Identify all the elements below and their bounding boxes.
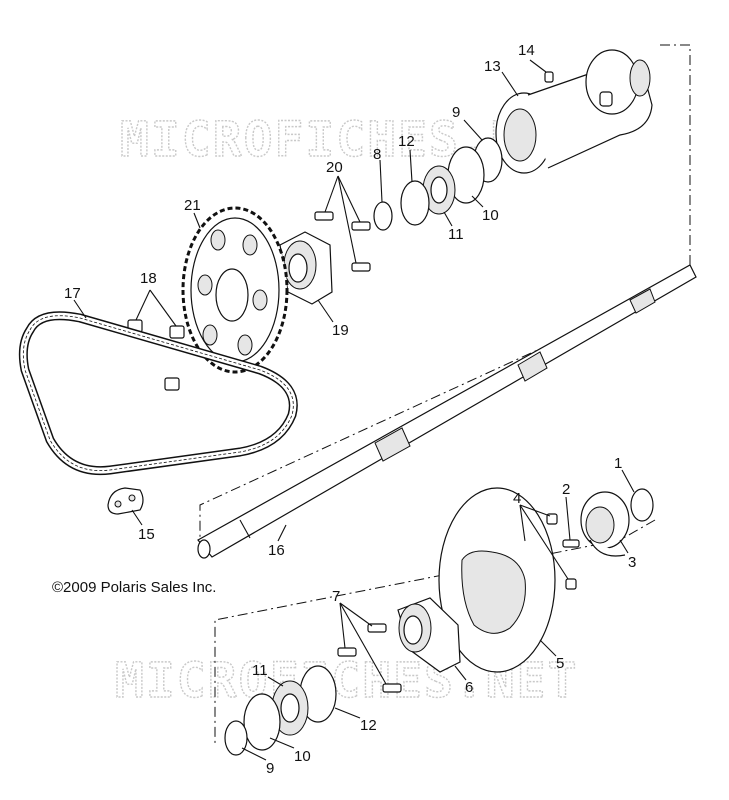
bolt-2 [562,539,580,548]
callout-9-upper: 9 [452,104,460,121]
callout-8: 8 [373,146,381,163]
bolt-7b [337,647,357,657]
callout-15: 15 [138,526,155,543]
sprocket-21 [181,206,289,374]
sprocket-hub-19 [279,231,333,305]
assembly-outline-lower [214,519,656,745]
copyright-notice: ©2009 Polaris Sales Inc. [52,579,217,596]
callout-2: 2 [562,481,570,498]
shim-12-upper [400,180,430,226]
callout-10-lower: 10 [294,748,311,765]
o-ring-1 [630,488,654,522]
leader-lines [73,59,635,761]
callout-10-upper: 10 [482,207,499,224]
nut-18c [164,377,180,391]
callout-11-lower: 11 [252,662,268,679]
callout-12-upper: 12 [398,133,415,150]
callout-20: 20 [326,159,343,176]
callout-4: 4 [513,490,521,507]
drive-chain-17 [18,311,298,476]
nut-4a [546,513,558,525]
callout-13: 13 [484,58,501,75]
callout-9-lower: 9 [266,760,274,777]
ring-8 [373,201,393,231]
callout-3: 3 [628,554,636,571]
rear-axle-16 [197,264,697,559]
callout-11-upper: 11 [448,226,464,243]
callout-6: 6 [465,679,473,696]
nut-4c [565,578,577,590]
bolts-20 [314,211,371,272]
callout-18: 18 [140,270,157,287]
master-link-15 [107,487,144,515]
callout-17: 17 [64,285,81,302]
callout-12-lower: 12 [360,717,377,734]
callout-21: 21 [184,197,201,214]
caliper-carrier-3 [580,491,630,557]
brake-hub-6 [397,597,461,673]
callout-1: 1 [614,455,622,472]
seal-10-lower [243,693,281,751]
callout-5: 5 [556,655,564,672]
callout-14: 14 [518,42,535,59]
callout-7: 7 [332,588,340,605]
bearing-housing-13 [495,49,653,174]
nut-18b [169,325,185,339]
callout-16: 16 [268,542,285,559]
brake-disc-5 [438,487,556,673]
callout-19: 19 [332,322,349,339]
bolt-7c [382,683,402,693]
snap-ring-9-lower [224,720,248,756]
bolt-7a [367,623,387,633]
